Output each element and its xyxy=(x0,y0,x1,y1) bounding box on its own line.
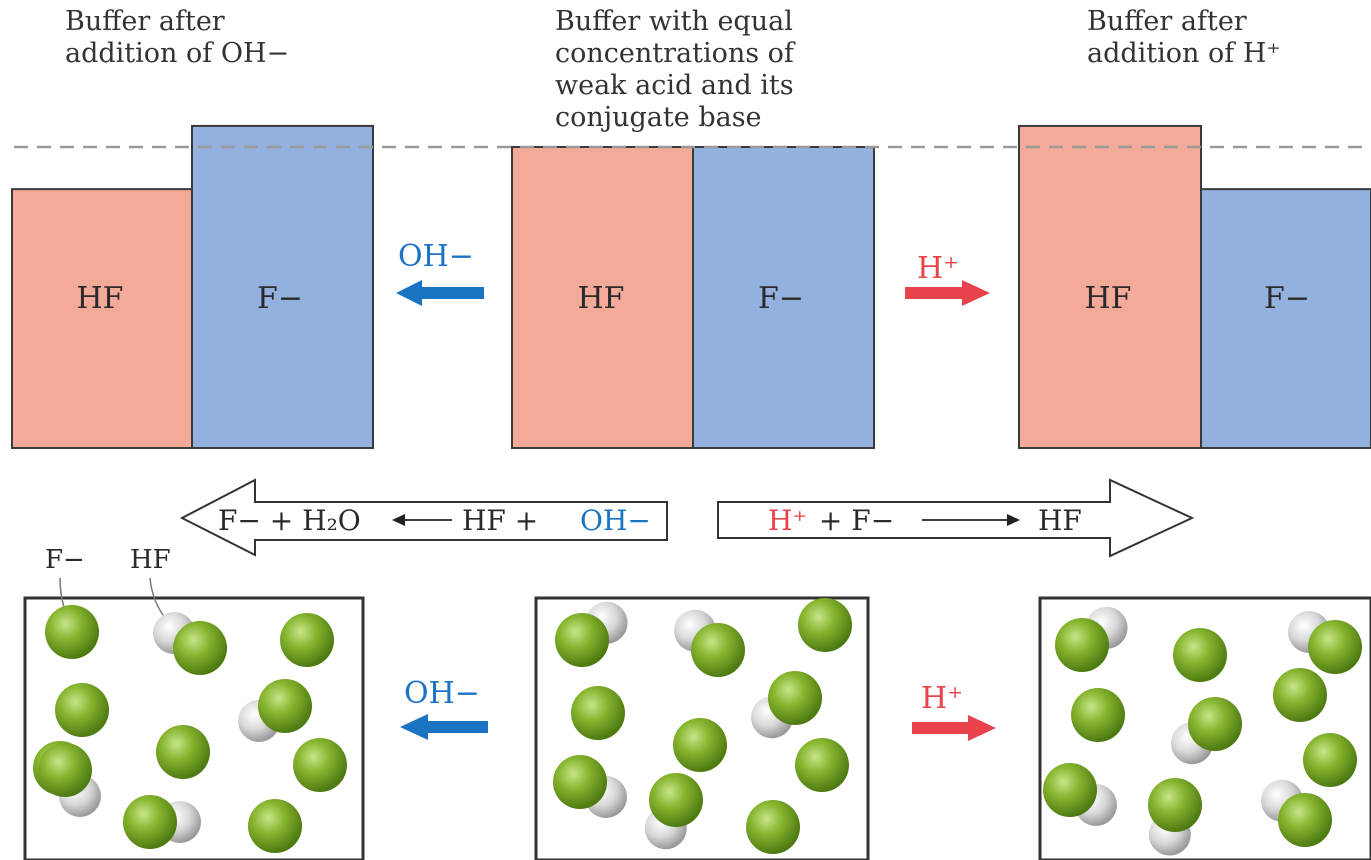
hf-molecule-center_box-4 xyxy=(644,773,703,850)
caption-center-line-3: weak acid and its xyxy=(555,70,794,101)
bar-right-f xyxy=(1200,188,1371,449)
equation-right-reagent: H⁺ xyxy=(768,504,807,537)
bar-label-left-hf: HF xyxy=(77,281,124,316)
h-arrow-lower-icon xyxy=(912,715,996,741)
caption-center-line-2: concentrations of xyxy=(555,38,794,69)
caption-right: Buffer after addition of H⁺ xyxy=(1087,6,1281,70)
h-label-lower: H⁺ xyxy=(921,681,963,716)
h-label-upper: H⁺ xyxy=(917,251,959,286)
hf-molecule-left_box-3 xyxy=(123,795,201,849)
box-label-hf: HF xyxy=(130,545,171,575)
bar-label-left-f: F− xyxy=(257,281,303,316)
equation-arrow-left-icon xyxy=(179,478,668,557)
h-arrow-upper-icon xyxy=(905,280,990,306)
fluoride-ion-center_box-2 xyxy=(673,718,727,772)
box-label-fluoride: F− xyxy=(45,545,85,575)
caption-left: Buffer after addition of OH− xyxy=(65,6,289,70)
hf-molecule-right_box-5 xyxy=(1261,779,1332,847)
caption-left-line-2: addition of OH− xyxy=(65,38,290,69)
bar-label-center-hf: HF xyxy=(578,281,625,316)
equation-left-reactants: HF + xyxy=(462,504,547,537)
hf-molecule-center_box-0 xyxy=(555,601,628,667)
hf-molecule-left_box-0 xyxy=(153,612,227,675)
equation-right-products: HF xyxy=(1038,504,1082,537)
fluoride-ion-left_box-3 xyxy=(156,725,210,779)
oh-label-upper: OH− xyxy=(398,239,474,274)
equation-left-reagent: OH− xyxy=(580,504,651,537)
bar-label-right-f: F− xyxy=(1264,281,1310,316)
hf-molecule-right_box-1 xyxy=(1288,611,1362,674)
caption-right-line-1: Buffer after xyxy=(1087,6,1247,37)
hf-molecule-left_box-1 xyxy=(238,679,312,742)
bar-left-f xyxy=(191,124,374,450)
equation-left-products: F− + H₂O xyxy=(218,504,361,537)
caption-center-line-4: conjugate base xyxy=(555,102,762,133)
bar-label-right-hf: HF xyxy=(1085,281,1132,316)
bar-charts xyxy=(11,124,1371,450)
hf-molecule-right_box-4 xyxy=(1148,778,1202,856)
bar-right-hf xyxy=(1018,124,1202,450)
hf-molecule-right_box-0 xyxy=(1055,606,1128,672)
oh-arrow-upper-icon xyxy=(396,280,484,306)
equation-arrow-right-icon xyxy=(717,478,1195,558)
fluoride-ion-center_box-1 xyxy=(571,686,625,740)
bar-left-hf xyxy=(11,188,193,449)
fluoride-ion-center_box-3 xyxy=(795,738,849,792)
fluoride-ion-right_box-1 xyxy=(1273,668,1327,722)
hf-molecule-center_box-1 xyxy=(674,609,745,677)
bar-center-hf xyxy=(511,146,694,449)
caption-right-line-2: addition of H⁺ xyxy=(1087,38,1281,69)
fluoride-ion-left_box-5 xyxy=(248,799,302,853)
caption-center-line-1: Buffer with equal xyxy=(555,6,793,37)
oh-label-lower: OH− xyxy=(404,676,480,711)
molecules xyxy=(33,598,1362,856)
equation-right-reactants: + F− xyxy=(810,504,894,537)
hf-molecule-left_box-2 xyxy=(38,743,101,817)
hf-molecule-center_box-3 xyxy=(553,755,627,818)
fluoride-ion-left_box-0 xyxy=(45,605,99,659)
fluoride-ion-left_box-1 xyxy=(280,613,334,667)
oh-arrow-lower-icon xyxy=(400,714,488,740)
hf-molecule-center_box-2 xyxy=(751,671,822,739)
hf-molecule-right_box-2 xyxy=(1171,697,1242,765)
fluoride-ion-right_box-0 xyxy=(1173,628,1227,682)
hf-molecule-right_box-3 xyxy=(1043,763,1117,826)
fluoride-ion-left_box-2 xyxy=(55,683,109,737)
bar-label-center-f: F− xyxy=(758,281,804,316)
fluoride-ion-right_box-2 xyxy=(1071,688,1125,742)
caption-center: Buffer with equal concentrations of weak… xyxy=(555,6,794,134)
caption-left-line-1: Buffer after xyxy=(65,6,225,37)
equation-right-arrowhead-icon xyxy=(1007,514,1020,526)
fluoride-ion-right_box-3 xyxy=(1303,733,1357,787)
fluoride-ion-left_box-4 xyxy=(293,738,347,792)
fluoride-ion-center_box-4 xyxy=(746,800,800,854)
equation-left-arrowhead-icon xyxy=(392,514,405,526)
fluoride-ion-center_box-0 xyxy=(798,598,852,652)
